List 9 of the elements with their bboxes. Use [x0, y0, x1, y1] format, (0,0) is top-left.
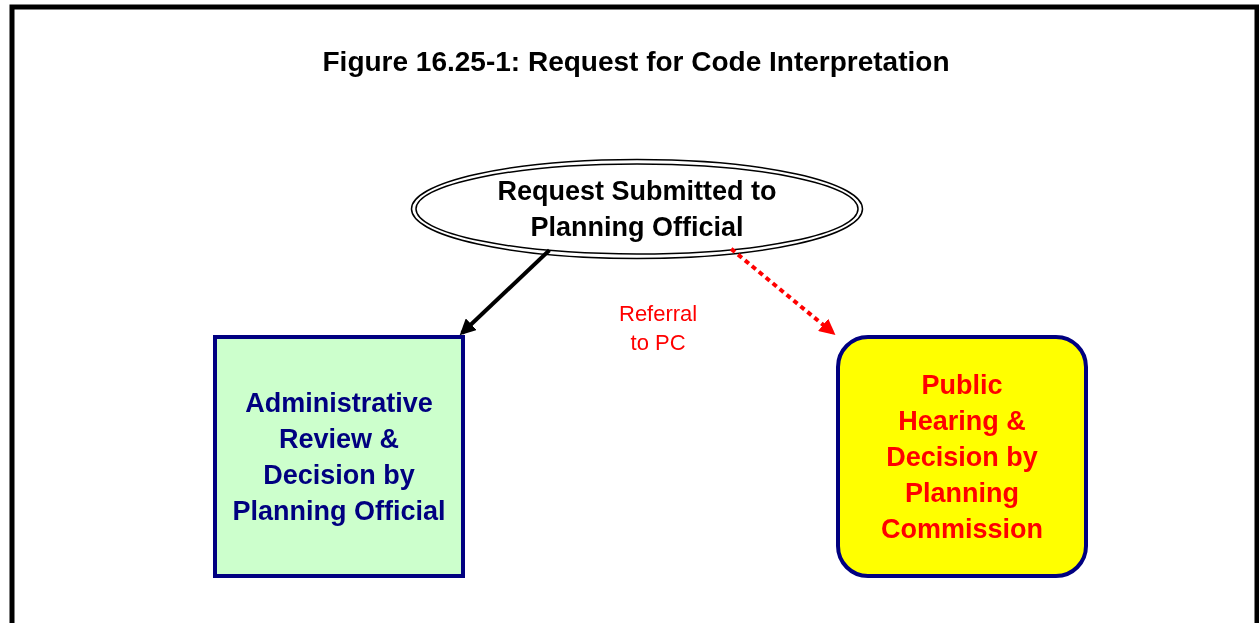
node-text: Request Submitted to Planning Official: [496, 175, 778, 244]
node-text: Administrative Review & Decision by Planning Official: [231, 386, 447, 528]
arrow: [729, 247, 836, 336]
node-text: Public Hearing & Decision by Planning Commission: [880, 368, 1044, 546]
decision-box: [836, 335, 1088, 578]
arrow: [459, 248, 551, 336]
process-box: [213, 335, 465, 578]
start-ellipse: [410, 158, 864, 260]
figure-title: Figure 16.25-1: Request for Code Interpretation: [321, 46, 951, 78]
